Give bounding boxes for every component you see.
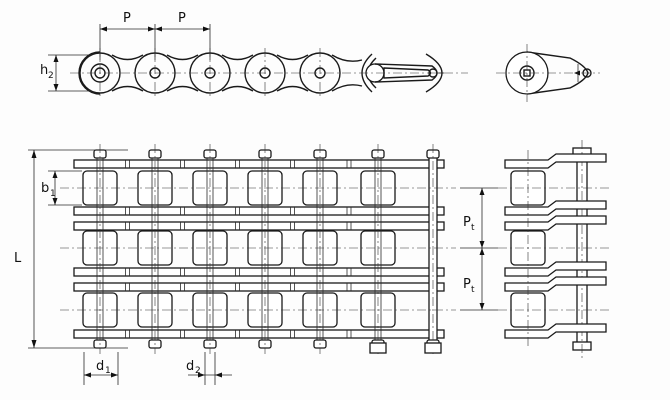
plan-view: L b 1 P t P t d bbox=[14, 144, 498, 385]
section-plate bbox=[504, 153, 607, 169]
plan-roller bbox=[137, 170, 173, 206]
plan-link-plate bbox=[73, 329, 445, 339]
plan-link-plate bbox=[73, 221, 445, 231]
plan-view-body bbox=[60, 144, 456, 354]
d1-subscript: 1 bbox=[105, 366, 111, 376]
end-view-top bbox=[496, 44, 600, 102]
plan-link-plate bbox=[73, 267, 445, 277]
b1-subscript: 1 bbox=[50, 189, 56, 199]
section-plate bbox=[504, 200, 607, 216]
plan-link-plate bbox=[73, 206, 445, 216]
section-plate bbox=[504, 261, 607, 277]
section-plate bbox=[504, 323, 607, 339]
pt-label-1: P bbox=[463, 215, 471, 230]
b1-label: b bbox=[41, 181, 49, 196]
pt-label-2: P bbox=[463, 277, 471, 292]
h2-subscript: 2 bbox=[48, 71, 54, 81]
side-plate-outline bbox=[111, 54, 363, 92]
d2-label: d bbox=[186, 359, 194, 374]
pitch-label-1: P bbox=[123, 11, 131, 26]
length-label: L bbox=[14, 251, 22, 266]
pitch-label-2: P bbox=[178, 11, 186, 26]
pt-subscript-2: t bbox=[471, 285, 475, 295]
transverse-pitch-dimension: P t P t bbox=[460, 187, 498, 311]
side-view: P P h 2 bbox=[40, 11, 468, 98]
plan-link-plate bbox=[73, 282, 445, 292]
end-section-view bbox=[498, 140, 610, 360]
plate-height-dimension: h 2 bbox=[40, 54, 92, 92]
d1-label: d bbox=[96, 359, 104, 374]
pitch-dimension: P P bbox=[99, 11, 211, 60]
section-plate bbox=[504, 215, 607, 231]
inner-width-dimension: b 1 bbox=[41, 170, 82, 206]
connecting-link bbox=[361, 53, 444, 93]
d2-subscript: 2 bbox=[195, 366, 201, 376]
length-dimension: L bbox=[14, 149, 128, 349]
plan-link-nut bbox=[369, 342, 387, 354]
pin-diameter-dimension: d 2 bbox=[186, 352, 232, 385]
pt-subscript-1: t bbox=[471, 223, 475, 233]
h2-label: h bbox=[40, 63, 48, 78]
plan-link-nut bbox=[424, 342, 442, 354]
roller-diameter-dimension: d 1 bbox=[83, 352, 119, 385]
section-plate bbox=[504, 276, 607, 292]
plan-link-plate bbox=[73, 159, 445, 169]
